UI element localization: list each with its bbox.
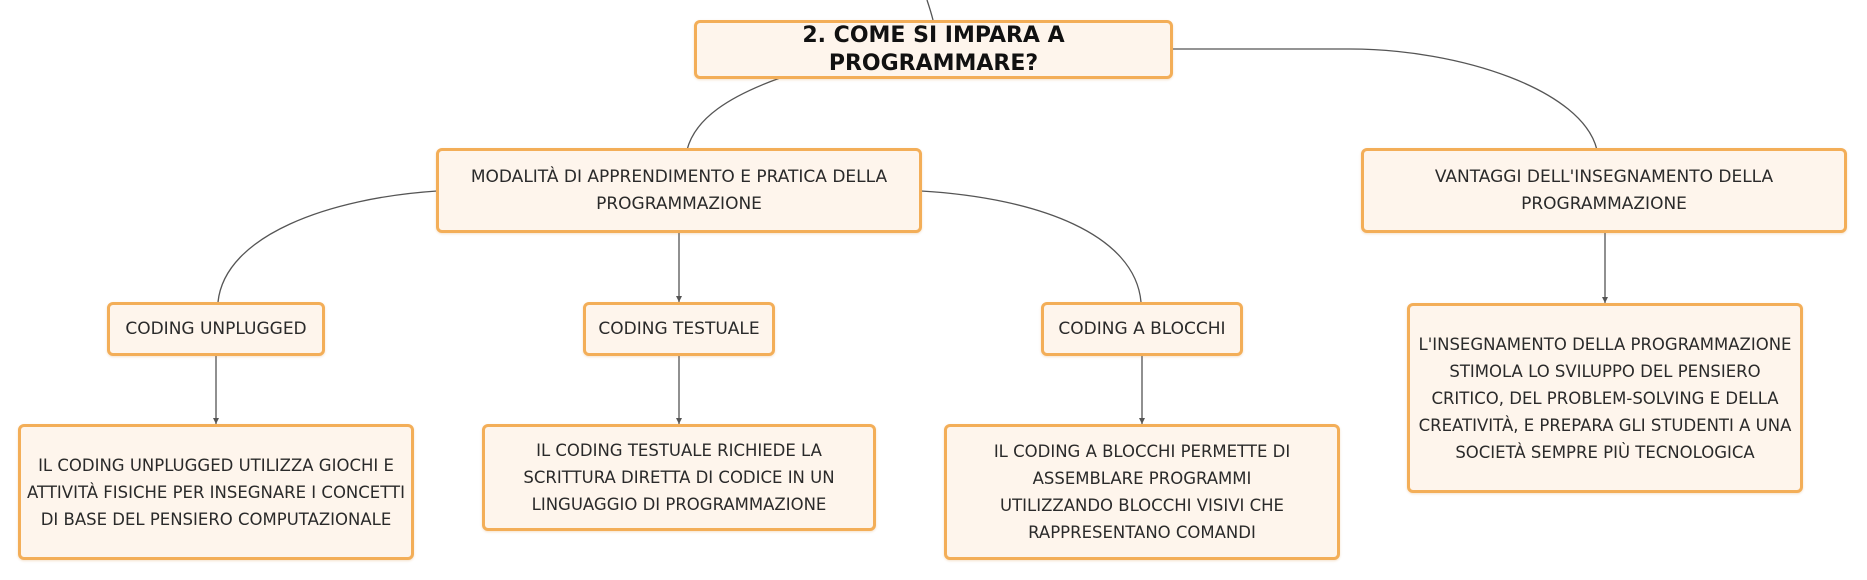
topic-label-coding-unplugged: CODING UNPLUGGED: [125, 318, 307, 339]
connector-modes-to-blocks: [920, 190, 1142, 303]
topic-node-coding-testuale[interactable]: CODING TESTUALE: [583, 302, 775, 356]
connector-root-to-advantages: [1173, 48, 1598, 151]
branch-node-modes[interactable]: MODALITÀ DI APPRENDIMENTO E PRATICA DELL…: [436, 148, 922, 233]
branch-label-advantages: VANTAGGI DELL'INSEGNAMENTO DELLA PROGRAM…: [1434, 166, 1774, 214]
topic-node-coding-unplugged[interactable]: CODING UNPLUGGED: [107, 302, 325, 356]
root-topic-node[interactable]: 2. COME SI IMPARA A PROGRAMMARE?: [694, 20, 1173, 79]
description-label-advantages: L'INSEGNAMENTO DELLA PROGRAMMAZIONE STIM…: [1418, 334, 1792, 462]
description-node-coding-testuale[interactable]: IL CODING TESTUALE RICHIEDE LA SCRITTURA…: [482, 424, 876, 531]
connector-root-to-modes: [686, 77, 781, 151]
description-node-advantages[interactable]: L'INSEGNAMENTO DELLA PROGRAMMAZIONE STIM…: [1407, 303, 1803, 493]
connector-incoming-root: [926, 0, 934, 21]
description-label-coding-a-blocchi: IL CODING A BLOCCHI PERMETTE DI ASSEMBLA…: [993, 442, 1291, 542]
topic-node-coding-a-blocchi[interactable]: CODING A BLOCCHI: [1041, 302, 1243, 356]
branch-label-modes: MODALITÀ DI APPRENDIMENTO E PRATICA DELL…: [470, 166, 888, 214]
topic-label-coding-a-blocchi: CODING A BLOCCHI: [1058, 318, 1226, 339]
description-label-coding-unplugged: IL CODING UNPLUGGED UTILIZZA GIOCHI E AT…: [27, 455, 405, 529]
topic-label-coding-testuale: CODING TESTUALE: [598, 318, 760, 339]
description-node-coding-unplugged[interactable]: IL CODING UNPLUGGED UTILIZZA GIOCHI E AT…: [18, 424, 414, 560]
branch-node-advantages[interactable]: VANTAGGI DELL'INSEGNAMENTO DELLA PROGRAM…: [1361, 148, 1847, 233]
connector-modes-to-unplugged: [217, 190, 438, 303]
description-label-coding-testuale: IL CODING TESTUALE RICHIEDE LA SCRITTURA…: [523, 441, 835, 514]
description-node-coding-a-blocchi[interactable]: IL CODING A BLOCCHI PERMETTE DI ASSEMBLA…: [944, 424, 1340, 560]
root-topic-label: 2. COME SI IMPARA A PROGRAMMARE?: [802, 22, 1065, 76]
